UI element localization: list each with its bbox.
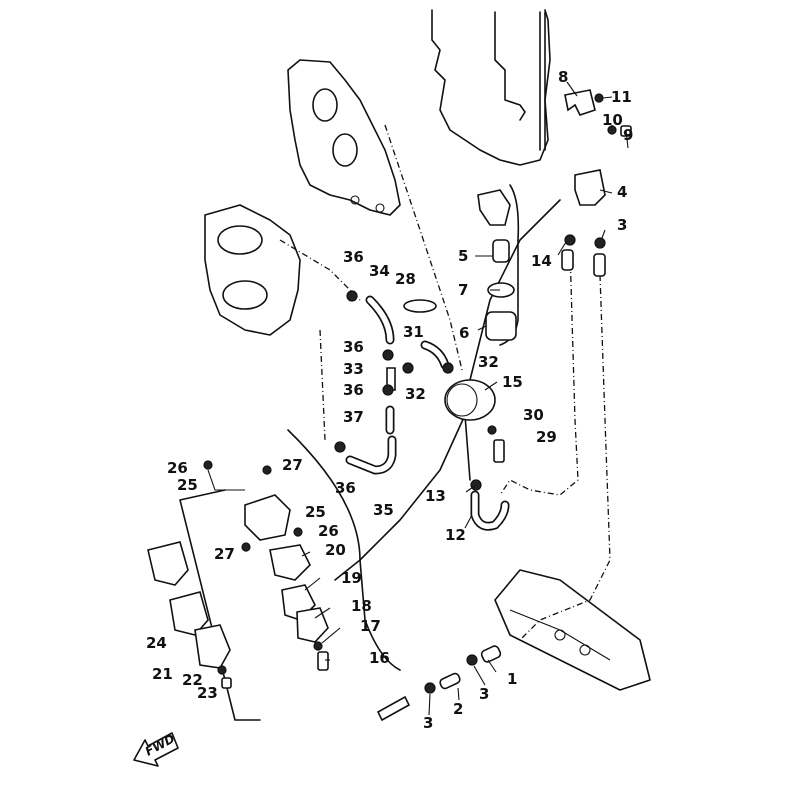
callout-26: 26 (318, 522, 339, 540)
callout-17: 17 (360, 617, 381, 635)
callout-36: 36 (343, 248, 364, 266)
callout-5: 5 (458, 247, 469, 265)
callout-27: 27 (282, 456, 303, 474)
lower-cowling (494, 569, 651, 691)
callout-26: 26 (167, 459, 188, 477)
lower-fittings (376, 645, 502, 722)
fuel-filter-parts (477, 89, 632, 341)
callout-11: 11 (611, 88, 632, 106)
callout-37: 37 (343, 408, 364, 426)
callout-3: 3 (617, 216, 628, 234)
callout-15: 15 (502, 373, 523, 391)
callout-24: 24 (146, 634, 167, 652)
callout-28: 28 (395, 270, 416, 288)
callout-25: 25 (305, 503, 326, 521)
leader-lines (301, 81, 629, 716)
fuel-pump (444, 379, 510, 531)
fuel-lines (279, 124, 611, 641)
callout-8: 8 (558, 68, 569, 86)
callout-2: 2 (453, 700, 464, 718)
callout-30: 30 (523, 406, 544, 424)
callout-3: 3 (479, 685, 490, 703)
callout-36: 36 (335, 479, 356, 497)
callout-13: 13 (425, 487, 446, 505)
callout-34: 34 (369, 262, 390, 280)
callout-35: 35 (373, 501, 394, 519)
callout-1: 1 (507, 670, 518, 688)
engine-block (431, 9, 551, 166)
callout-32: 32 (478, 353, 499, 371)
callout-31: 31 (403, 323, 424, 341)
callout-36: 36 (343, 381, 364, 399)
hoses (334, 290, 454, 475)
callout-10: 10 (602, 111, 623, 129)
callout-16: 16 (369, 649, 390, 667)
callout-19: 19 (341, 569, 362, 587)
callout-27: 27 (214, 545, 235, 563)
pump-diaphragm-stack (147, 460, 329, 689)
callout-21: 21 (152, 665, 173, 683)
callout-14: 14 (531, 252, 552, 270)
callout-22: 22 (182, 671, 203, 689)
callout-12: 12 (445, 526, 466, 544)
callout-33: 33 (343, 360, 364, 378)
callout-36: 36 (343, 338, 364, 356)
intake-manifold (204, 204, 301, 336)
callout-18: 18 (351, 597, 372, 615)
callout-25: 25 (177, 476, 198, 494)
callout-20: 20 (325, 541, 346, 559)
fwd-arrow (133, 732, 179, 767)
fwd-label: FWD (143, 732, 177, 759)
callout-3: 3 (423, 714, 434, 732)
callout-23: 23 (197, 684, 218, 702)
callout-9: 9 (623, 126, 634, 144)
cylinder-head (287, 59, 401, 216)
callout-7: 7 (458, 281, 469, 299)
callout-32: 32 (405, 385, 426, 403)
callout-6: 6 (459, 324, 470, 342)
callout-4: 4 (617, 183, 628, 201)
callout-29: 29 (536, 428, 557, 446)
